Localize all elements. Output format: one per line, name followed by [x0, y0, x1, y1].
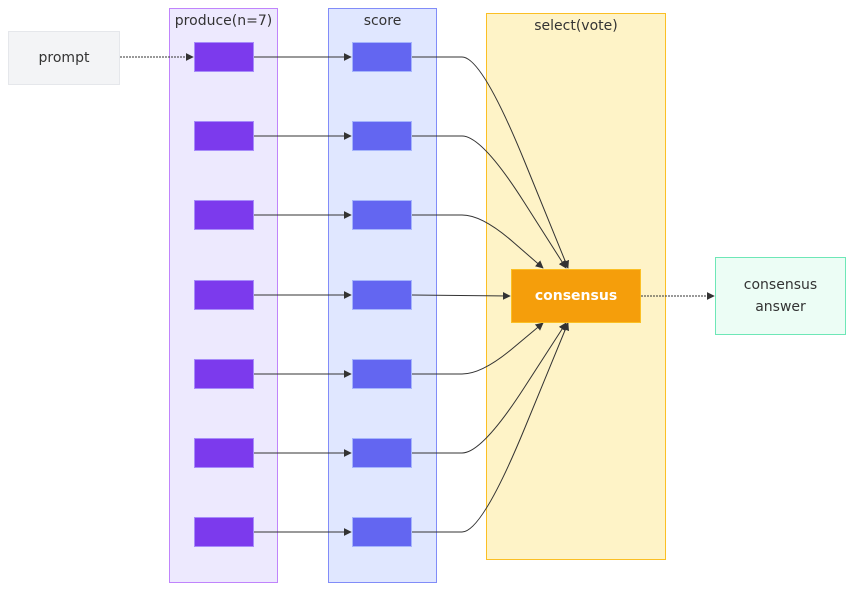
edge-score-to-consensus: [412, 214, 544, 269]
produce-node[interactable]: [194, 200, 254, 230]
score-node[interactable]: [352, 200, 412, 230]
consensus-answer-node[interactable]: consensus answer: [715, 257, 846, 335]
score-node[interactable]: [352, 359, 412, 389]
edge-score-to-consensus: [411, 291, 511, 300]
produce-node[interactable]: [194, 517, 254, 547]
score-node[interactable]: [352, 121, 412, 151]
consensus-label: consensus: [534, 288, 618, 304]
produce-node[interactable]: [194, 438, 254, 468]
edge-score-to-consensus: [412, 322, 544, 375]
subgraph-produce-title: produce(n=7): [174, 13, 273, 29]
consensus-node[interactable]: consensus: [511, 269, 641, 323]
edge-score-to-consensus: [412, 56, 569, 269]
answer-label-line1: consensus: [743, 277, 818, 293]
score-node[interactable]: [352, 517, 412, 547]
prompt-node[interactable]: prompt: [8, 31, 120, 85]
produce-node[interactable]: [194, 42, 254, 72]
produce-node[interactable]: [194, 121, 254, 151]
prompt-label: prompt: [38, 50, 90, 66]
produce-node[interactable]: [194, 280, 254, 310]
edge-score-to-consensus: [412, 135, 567, 269]
edge-score-to-consensus: [412, 322, 567, 454]
score-node[interactable]: [352, 438, 412, 468]
produce-node[interactable]: [194, 359, 254, 389]
answer-label-line2: answer: [755, 299, 806, 315]
edge-score-to-consensus: [412, 322, 569, 533]
subgraph-score-title: score: [363, 13, 402, 29]
subgraph-select-title: select(vote): [534, 18, 618, 34]
score-node[interactable]: [352, 280, 412, 310]
score-node[interactable]: [352, 42, 412, 72]
